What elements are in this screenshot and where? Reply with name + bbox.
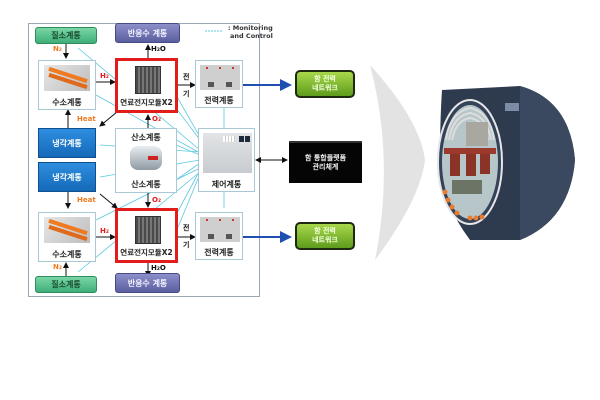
elec-label-bottom-2: 기 — [183, 241, 190, 249]
hydrogen-tank-image-bottom — [44, 217, 90, 243]
legend: : Monitoring and Control — [224, 24, 273, 40]
cooling-system-bottom: 냉각계통 — [38, 162, 96, 192]
cooling-system-top: 냉각계통 — [38, 128, 96, 158]
h2-label-top: H₂ — [100, 72, 109, 80]
hydrogen-system-bottom: 수소계통 — [38, 212, 96, 262]
h2o-label-top: H₂O — [151, 45, 166, 53]
fuel-cell-module-top: 연료전지모듈X2 — [115, 58, 178, 113]
oxygen-system: 산소계통 산소계통 — [115, 128, 177, 193]
heat-label-bottom: Heat — [77, 196, 96, 204]
elec-label-top-2: 기 — [183, 90, 190, 98]
o2-label-bottom: O₂ — [152, 196, 162, 204]
integrated-platform-management-system: 함 통합플랫폼 관리체계 — [289, 141, 362, 183]
ship-power-network-bottom: 함 전력 네트워크 — [295, 222, 355, 250]
fuel-cell-stack-image — [135, 66, 161, 94]
monitoring-lines — [77, 47, 225, 273]
oxygen-tank-image — [130, 146, 162, 170]
legend-line1: : Monitoring — [227, 24, 273, 32]
o2-label-top: O₂ — [152, 115, 162, 123]
fuel-cell-label-bottom: 연료전지모듈X2 — [120, 248, 173, 257]
elec-label-bottom-1: 전 — [183, 224, 190, 232]
power-system-bottom: 전력계통 — [195, 212, 243, 260]
nitrogen-system-top: 질소계통 — [35, 27, 97, 44]
oxygen-system-label-top: 산소계통 — [131, 133, 161, 142]
hydrogen-system-top: 수소계통 — [38, 60, 96, 110]
hydrogen-system-label-bottom: 수소계통 — [52, 250, 82, 259]
nitrogen-system-bottom: 질소계통 — [35, 276, 97, 293]
control-system: 제어계통 — [198, 128, 255, 192]
elec-label-top-1: 전 — [183, 73, 190, 81]
fuel-cell-label: 연료전지모듈X2 — [120, 98, 173, 107]
power-panel-image-bottom — [200, 217, 240, 242]
hydrogen-system-label: 수소계통 — [52, 98, 82, 107]
fuel-cell-module-bottom: 연료전지모듈X2 — [115, 208, 178, 263]
n2-label-bottom: N₂ — [53, 263, 62, 271]
power-panel-image — [200, 65, 240, 90]
heat-arrow-top — [99, 111, 118, 127]
power-system-label: 전력계통 — [204, 96, 234, 105]
fuel-cell-stack-image-bottom — [135, 216, 161, 244]
legend-line2: and Control — [230, 32, 273, 40]
power-system-label-bottom: 전력계통 — [204, 248, 234, 257]
power-system-top: 전력계통 — [195, 60, 243, 108]
oxygen-system-label-bottom: 산소계통 — [131, 180, 161, 189]
hydrogen-tank-image — [44, 65, 90, 91]
reaction-water-system-top: 반응수 계통 — [115, 23, 180, 43]
hull-section-image — [437, 86, 575, 240]
control-system-label: 제어계통 — [211, 180, 242, 189]
big-arrow-shape — [370, 65, 425, 260]
reaction-water-system-bottom: 반응수 계통 — [115, 273, 180, 293]
h2-label-bottom: H₂ — [100, 227, 109, 235]
ship-power-network-top: 함 전력 네트워크 — [295, 70, 355, 98]
control-panel-image — [203, 133, 252, 173]
h2o-label-bottom: H₂O — [151, 264, 166, 272]
heat-arrow-bottom — [99, 193, 118, 209]
n2-label-top: N₂ — [53, 45, 62, 53]
heat-label-top: Heat — [77, 115, 96, 123]
